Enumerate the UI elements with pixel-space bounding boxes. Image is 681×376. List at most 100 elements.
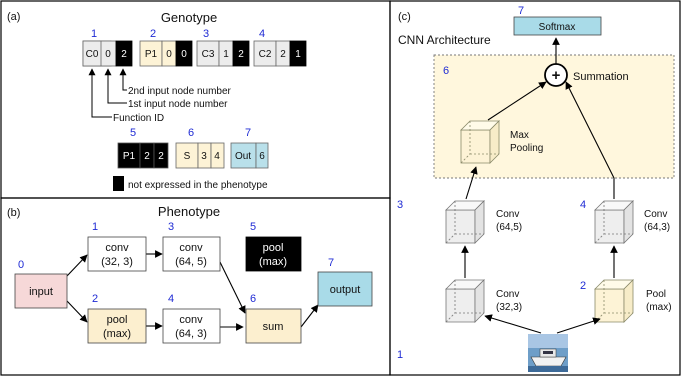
softmax-box bbox=[513, 16, 602, 36]
node-1-index: 1 bbox=[92, 221, 98, 233]
panel-c-frame bbox=[389, 0, 681, 376]
panel-b-label: (b) bbox=[7, 207, 20, 219]
node-conv-1-type: conv bbox=[105, 242, 129, 254]
gene-7-index: 7 bbox=[245, 127, 251, 139]
node-conv-4 bbox=[162, 308, 221, 344]
sum-block-index: 6 bbox=[443, 65, 449, 77]
panel-a-label: (a) bbox=[7, 11, 20, 23]
gene-annotation-arrows bbox=[88, 68, 127, 118]
phenotype-edges bbox=[66, 250, 319, 331]
node-2-index: 2 bbox=[92, 293, 98, 305]
pool2-cube bbox=[594, 279, 634, 323]
gene-7-in1: 6 bbox=[259, 151, 265, 162]
gene-5-in2: 2 bbox=[158, 151, 164, 162]
node-5-index: 5 bbox=[250, 221, 256, 233]
node-pool-2-type: pool bbox=[107, 314, 128, 326]
gene-6-in2: 4 bbox=[214, 151, 220, 162]
annotation-function-id: Function ID bbox=[113, 113, 164, 124]
node-4-index: 4 bbox=[168, 293, 174, 305]
gene-5-func: P1 bbox=[123, 151, 136, 162]
conv3-index: 3 bbox=[397, 199, 403, 211]
node-input bbox=[14, 273, 68, 309]
node-pool-5 bbox=[245, 236, 302, 272]
panel-c-label: (c) bbox=[398, 11, 411, 23]
summation-label: Summation bbox=[573, 71, 629, 83]
conv3-cube bbox=[445, 200, 485, 244]
conv4-cube bbox=[594, 200, 634, 244]
summation-plus: + bbox=[552, 67, 561, 84]
maxpool-label-2: Pooling bbox=[510, 143, 543, 154]
node-6-index: 6 bbox=[250, 293, 256, 305]
pool2-label-2: (max) bbox=[646, 302, 672, 313]
node-conv-3-params: (64, 5) bbox=[175, 256, 207, 268]
gene-1-index: 1 bbox=[91, 28, 97, 40]
conv3-label-2: (64,5) bbox=[496, 222, 522, 233]
node-input-label: input bbox=[29, 286, 53, 298]
node-pool-2-params: (max) bbox=[103, 328, 131, 340]
gene-4-in2: 1 bbox=[295, 49, 301, 60]
node-conv-1 bbox=[87, 236, 147, 272]
gene-5-in1: 2 bbox=[144, 151, 150, 162]
conv3-label-1: Conv bbox=[496, 209, 519, 220]
node-sum-6-label: sum bbox=[263, 321, 284, 333]
gene-1-in2: 2 bbox=[121, 49, 127, 60]
node-conv-3 bbox=[162, 236, 221, 272]
node-pool-5-type: pool bbox=[263, 242, 284, 254]
gene-5-index: 5 bbox=[130, 127, 136, 139]
softmax-label: Softmax bbox=[539, 22, 576, 33]
gene-3-in1: 1 bbox=[223, 49, 229, 60]
softmax-index: 7 bbox=[518, 5, 524, 17]
node-conv-1-params: (32, 3) bbox=[101, 256, 133, 268]
pool2-label-1: Pool bbox=[646, 289, 666, 300]
conv4-label-2: (64,3) bbox=[644, 222, 670, 233]
conv1-index: 1 bbox=[397, 349, 403, 361]
pool2-index: 2 bbox=[580, 280, 586, 292]
gene-6-index: 6 bbox=[188, 127, 194, 139]
panel-b-title: Phenotype bbox=[158, 204, 220, 219]
gene-1-func-label: C0 bbox=[86, 49, 99, 60]
gene-1-in1: 0 bbox=[105, 49, 111, 60]
gene-4-index: 4 bbox=[259, 28, 265, 40]
legend-black-swatch bbox=[113, 176, 124, 191]
conv4-label-1: Conv bbox=[644, 209, 667, 220]
gene-2: P1 0 0 bbox=[139, 40, 193, 67]
conv1-label-1: Conv bbox=[496, 289, 519, 300]
annotation-first-input: 1st input node number bbox=[128, 99, 228, 110]
gene-3-in2: 2 bbox=[238, 49, 244, 60]
gene-4: C2 2 1 bbox=[253, 40, 307, 67]
gene-6-func: S bbox=[184, 151, 191, 162]
gene-5: P1 2 2 bbox=[117, 142, 169, 169]
node-0-index: 0 bbox=[18, 259, 24, 271]
panel-c-title: CNN Architecture bbox=[398, 33, 491, 47]
gene-2-in2: 0 bbox=[181, 49, 187, 60]
legend-text: not expressed in the phenotype bbox=[128, 180, 268, 191]
panel-a-title: Genotype bbox=[161, 10, 217, 25]
node-pool-5-params: (max) bbox=[259, 256, 287, 268]
conv4-index: 4 bbox=[580, 199, 586, 211]
gene-7: Out 6 bbox=[230, 142, 269, 169]
gene-4-in1: 2 bbox=[280, 49, 286, 60]
gene-3: C3 1 2 bbox=[196, 40, 250, 67]
node-7-index: 7 bbox=[328, 257, 334, 269]
node-sum-6 bbox=[245, 308, 302, 344]
gene-2-index: 2 bbox=[150, 28, 156, 40]
node-pool-2 bbox=[87, 308, 147, 344]
input-image bbox=[528, 334, 568, 372]
node-output-7-label: output bbox=[330, 284, 361, 296]
conv1-cube bbox=[445, 279, 485, 323]
gene-2-in1: 0 bbox=[166, 49, 172, 60]
node-conv-4-params: (64, 3) bbox=[175, 328, 207, 340]
gene-3-func: C3 bbox=[202, 49, 215, 60]
gene-6-in1: 3 bbox=[201, 151, 207, 162]
gene-6: S 3 4 bbox=[175, 142, 225, 169]
node-conv-3-type: conv bbox=[179, 242, 203, 254]
gene-2-func: P1 bbox=[145, 49, 158, 60]
gene-7-func: Out bbox=[235, 151, 251, 162]
annotation-second-input: 2nd input node number bbox=[128, 86, 232, 97]
node-3-index: 3 bbox=[168, 221, 174, 233]
node-output-7 bbox=[317, 271, 373, 307]
gene-4-func: C2 bbox=[259, 49, 272, 60]
gene-3-index: 3 bbox=[203, 28, 209, 40]
